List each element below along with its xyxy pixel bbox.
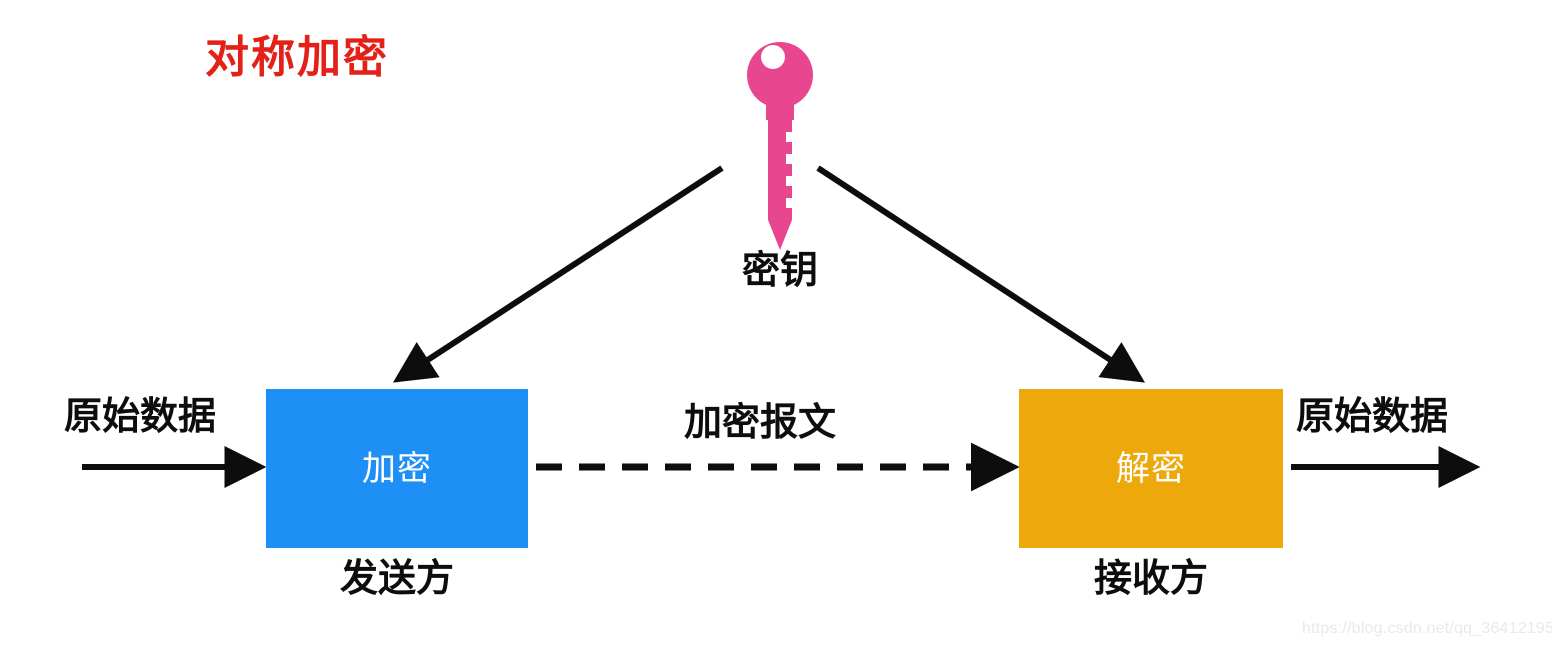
- arrow-key-to-decrypt: [816, 165, 1146, 383]
- edge-label-ciphertext: 加密报文: [684, 402, 837, 444]
- arrow-key-to-encrypt: [392, 165, 724, 383]
- node-decrypt[interactable]: 解密: [1019, 389, 1283, 548]
- node-decrypt-role-label: 接收方: [1093, 558, 1208, 600]
- node-encrypt-label: 加密: [362, 449, 432, 488]
- node-decrypt-label: 解密: [1116, 449, 1186, 488]
- key-label: 密钥: [741, 250, 818, 292]
- edge-label-plaintext-out: 原始数据: [1296, 396, 1449, 438]
- node-encrypt-role-label: 发送方: [339, 558, 454, 600]
- node-encrypt[interactable]: 加密: [266, 389, 528, 548]
- watermark: https://blog.csdn.net/qq_36412195: [1302, 620, 1552, 637]
- page-title: 对称加密: [205, 33, 389, 82]
- edge-label-plaintext-in: 原始数据: [64, 396, 217, 438]
- key-icon: [700, 20, 860, 260]
